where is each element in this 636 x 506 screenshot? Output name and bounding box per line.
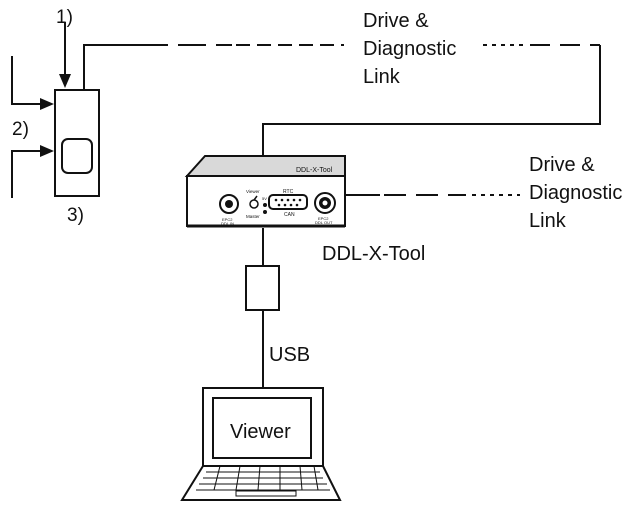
ddl-x-tool-device: DDL-X-Tool EPC2 DDL IN Viewer Master 5V … <box>184 155 346 228</box>
drive-diagnostic-link-top <box>83 44 601 158</box>
link-top-label-line1: Drive & <box>363 10 429 32</box>
arrow-2-input-lower <box>11 145 54 198</box>
marker-1-label: 1) <box>56 7 73 28</box>
svg-text:Viewer: Viewer <box>246 189 260 194</box>
arrow-2-input-upper <box>11 56 54 110</box>
svg-text:EPC2: EPC2 <box>222 217 233 222</box>
status-led <box>263 203 267 207</box>
link-right-label-line3: Link <box>529 210 566 232</box>
link-top-label-line2: Diagnostic <box>363 38 457 60</box>
mode-switch <box>249 199 259 209</box>
laptop-screen <box>212 397 312 459</box>
svg-text:RTC: RTC <box>283 189 294 195</box>
drive-unit <box>54 89 100 197</box>
svg-text:CAN: CAN <box>284 212 295 218</box>
usb-adapter <box>245 265 280 311</box>
svg-text:DDL OUT: DDL OUT <box>315 220 333 225</box>
link-right-label-line2: Diagnostic <box>529 182 623 204</box>
device-name-label: DDL-X-Tool <box>322 243 426 265</box>
viewer-label: Viewer <box>230 421 291 443</box>
arrow-1-input <box>59 22 71 88</box>
marker-2-label: 2) <box>12 119 29 140</box>
device-brand-label: DDL-X-Tool <box>296 167 333 174</box>
serial-connector <box>268 194 308 210</box>
link-top-label-line3: Link <box>363 66 400 88</box>
svg-text:Master: Master <box>246 214 260 219</box>
link-right-label-line1: Drive & <box>529 154 595 176</box>
svg-text:DDL IN: DDL IN <box>221 221 234 226</box>
svg-text:EPC2: EPC2 <box>318 216 329 221</box>
svg-text:5V: 5V <box>262 196 267 201</box>
usb-cable <box>245 228 280 388</box>
marker-3-label: 3) <box>67 205 84 226</box>
laptop <box>180 387 342 501</box>
usb-label: USB <box>269 344 311 366</box>
